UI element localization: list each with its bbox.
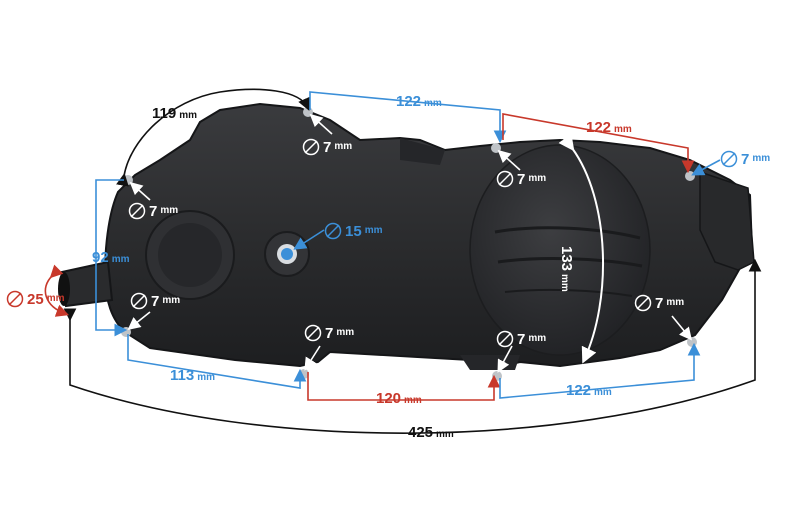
diameter-icon bbox=[634, 294, 652, 312]
diameter-icon bbox=[324, 222, 342, 240]
dim-label-height-133: 133mm bbox=[558, 246, 575, 292]
diameter-icon bbox=[6, 290, 24, 308]
diameter-icon bbox=[720, 150, 738, 168]
dimension-lines bbox=[44, 88, 762, 434]
diameter-icon bbox=[304, 324, 322, 342]
diameter-icon bbox=[128, 202, 146, 220]
diameter-icon bbox=[302, 138, 320, 156]
diameter-icon bbox=[496, 330, 514, 348]
diameter-icon bbox=[496, 170, 514, 188]
transmission-cover bbox=[58, 102, 755, 381]
diameter-icon bbox=[130, 292, 148, 310]
